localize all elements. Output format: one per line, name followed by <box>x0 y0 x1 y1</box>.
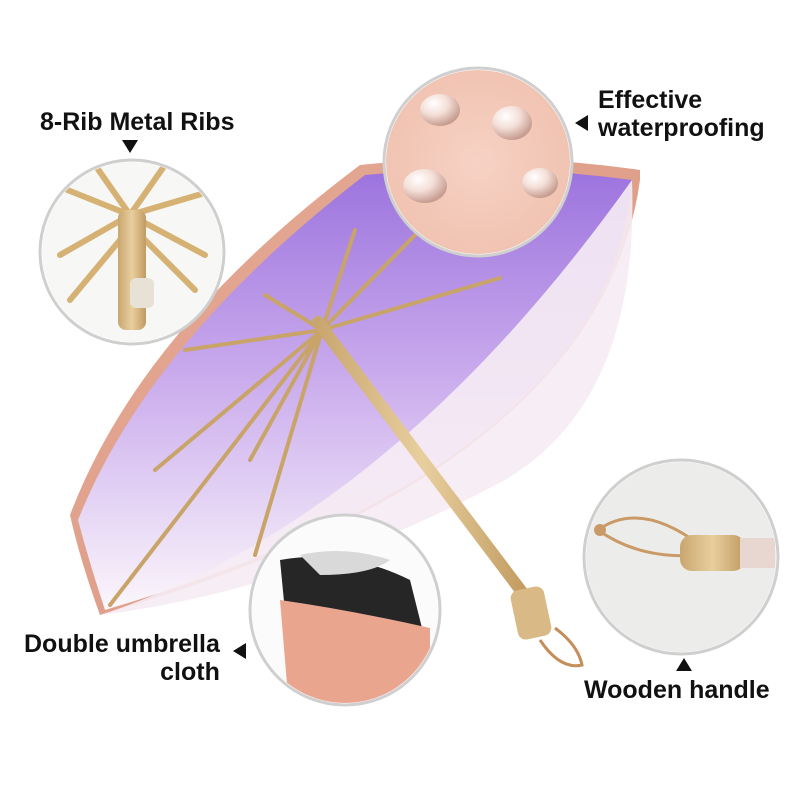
waterproofing-label: Effective waterproofing <box>598 86 765 142</box>
ribs-detail-circle <box>38 158 226 346</box>
arrow-left-icon <box>575 115 588 131</box>
waterproofing-label-line2: waterproofing <box>598 114 765 142</box>
arrow-up-icon <box>676 658 692 671</box>
arrow-left-icon <box>233 643 246 659</box>
ribs-label: 8-Rib Metal Ribs <box>40 108 235 136</box>
cloth-detail-circle <box>248 513 442 707</box>
waterproofing-label-line1: Effective <box>598 86 703 114</box>
arrow-down-icon <box>122 140 138 153</box>
umbrella-ribs <box>108 228 502 607</box>
cloth-label-line2: cloth <box>160 658 220 686</box>
cloth-label-line1: Double umbrella <box>24 630 220 658</box>
umbrella-shaft <box>312 316 584 668</box>
handle-detail-circle <box>582 458 780 656</box>
cloth-label: Double umbrella cloth <box>24 630 220 686</box>
waterproofing-detail-circle <box>382 66 574 258</box>
handle-label: Wooden handle <box>584 676 770 704</box>
